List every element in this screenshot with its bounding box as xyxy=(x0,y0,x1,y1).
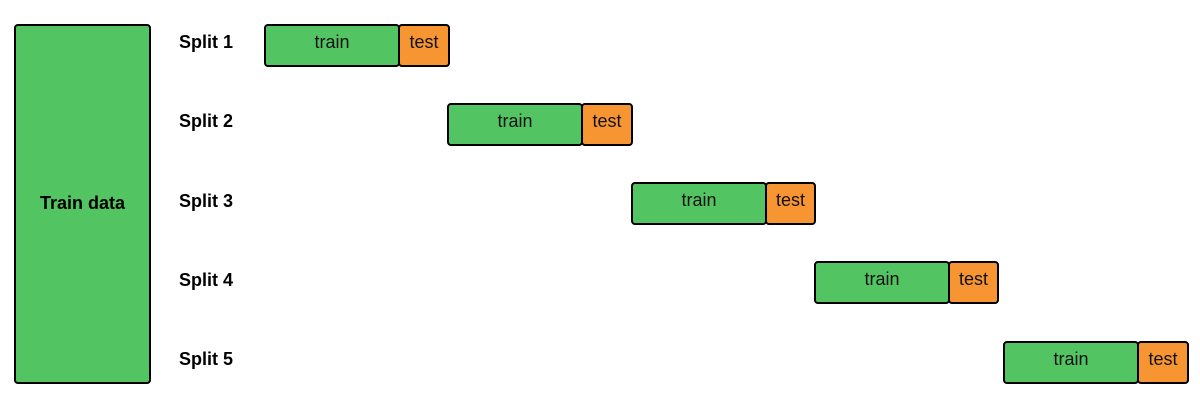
split-label-4: Split 4 xyxy=(179,270,233,290)
train-data-label: Train data xyxy=(40,193,126,213)
test-segment-2 xyxy=(581,103,633,146)
split-label-2: Split 2 xyxy=(179,111,233,131)
split-row-3: Split 3 train test xyxy=(179,182,816,225)
test-segment-label-1: test xyxy=(409,32,438,52)
test-segment-label-3: test xyxy=(776,190,805,210)
train-data-box xyxy=(14,24,151,384)
train-segment-label-1: train xyxy=(314,32,349,52)
split-row-1: Split 1 train test xyxy=(179,24,450,67)
test-segment-3 xyxy=(765,182,816,225)
split-row-2: Split 2 train test xyxy=(179,103,633,146)
split-label-3: Split 3 xyxy=(179,191,233,211)
train-segment-label-3: train xyxy=(681,190,716,210)
split-row-4: Split 4 train test xyxy=(179,261,999,304)
train-segment-label-4: train xyxy=(864,269,899,289)
test-segment-4 xyxy=(948,261,999,304)
train-segment-label-5: train xyxy=(1053,349,1088,369)
split-label-1: Split 1 xyxy=(179,32,233,52)
train-segment-label-2: train xyxy=(497,111,532,131)
test-segment-5 xyxy=(1137,341,1189,384)
train-data-block: Train data xyxy=(14,24,151,384)
split-label-5: Split 5 xyxy=(179,349,233,369)
test-segment-label-2: test xyxy=(592,111,621,131)
test-segment-1 xyxy=(398,24,450,67)
test-segment-label-5: test xyxy=(1148,349,1177,369)
split-row-5: Split 5 train test xyxy=(179,341,1189,384)
test-segment-label-4: test xyxy=(959,269,988,289)
